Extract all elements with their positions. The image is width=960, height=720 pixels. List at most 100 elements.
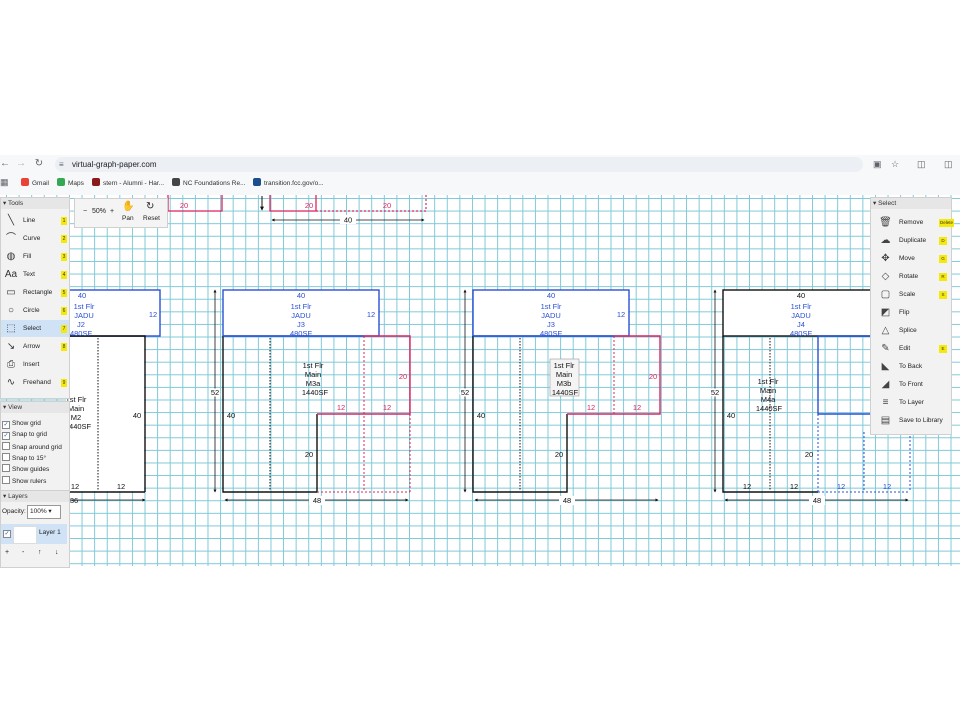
action-to-layer[interactable]: ≡To Layer xyxy=(875,394,949,411)
view-option[interactable]: Snap to 15° xyxy=(2,452,46,464)
zoom-out-button[interactable]: − xyxy=(83,208,88,215)
shortcut-badge: 9 xyxy=(61,379,67,387)
floorplan-4[interactable]: 40 1st Flr JADU J4 480SF 1st Flr Main M4… xyxy=(709,289,911,505)
graph-canvas[interactable] xyxy=(0,195,960,566)
layer-visibility-checkbox[interactable]: ✓ xyxy=(3,530,11,538)
top-red-segment-2[interactable] xyxy=(269,195,317,212)
view-option[interactable]: Show rulers xyxy=(2,475,46,487)
plan1-jadu-side: 12 xyxy=(149,310,157,319)
plan4-dim-20: 20 xyxy=(805,450,813,459)
site-info-icon[interactable]: ≡ xyxy=(59,160,64,169)
bookmark-stern[interactable]: stern - Alumni - Har... xyxy=(92,177,164,190)
action-label: To Front xyxy=(899,381,923,388)
action-to-front[interactable]: ◢To Front xyxy=(875,376,949,393)
view-option[interactable]: Snap around grid xyxy=(2,441,62,453)
plan4-dim-52: 52 xyxy=(711,388,719,397)
floorplan-1[interactable]: 40 1st Flr JADU J2 480SF 12 1st Flr Main… xyxy=(65,289,161,505)
bookmark-star-icon[interactable]: ☆ xyxy=(891,159,900,169)
plan4-dim-12a: 12 xyxy=(743,482,751,491)
layer-name[interactable]: Layer 1 xyxy=(39,529,61,536)
shortcut-badge: D xyxy=(939,237,947,245)
hand-icon[interactable]: ✋ xyxy=(122,201,135,212)
edit-icon: ✎ xyxy=(881,343,890,354)
layer-thumbnail xyxy=(13,526,37,544)
extensions-icon[interactable]: ◫ xyxy=(917,159,926,169)
view-option[interactable]: ✓Snap to grid xyxy=(2,430,47,441)
plan4-dim-12d: 12 xyxy=(883,482,891,491)
plan4-dim-48: 48 xyxy=(813,496,821,505)
checkbox[interactable] xyxy=(2,475,10,484)
action-to-back[interactable]: ◣To Back xyxy=(875,358,949,375)
reload-icon[interactable]: ↻ xyxy=(34,158,44,169)
side-panel-icon[interactable]: ◫ xyxy=(944,159,953,169)
top-red-segment-1[interactable] xyxy=(167,195,223,212)
plan3-main-line4: 1440SF xyxy=(552,388,579,397)
checkbox[interactable] xyxy=(2,452,10,461)
forward-icon[interactable]: → xyxy=(16,158,26,169)
selected-text-box[interactable] xyxy=(549,358,580,397)
floorplan-drawing[interactable]: 20 20 20 40 40 1st Flr JADU J2 480SF 12 … xyxy=(0,195,960,566)
view-option[interactable]: Show guides xyxy=(2,464,49,475)
back-icon[interactable]: ← xyxy=(0,158,10,169)
view-panel-title: View xyxy=(8,404,23,411)
reset-button-label[interactable]: Reset xyxy=(143,215,160,222)
layer-up-button[interactable]: ↑ xyxy=(38,549,42,556)
layer-row[interactable]: ✓ Layer 1 xyxy=(1,524,67,544)
bookmark-fcc[interactable]: transition.fcc.gov/o... xyxy=(253,177,324,190)
plan2-dim-20-red: 20 xyxy=(399,372,407,381)
address-bar[interactable] xyxy=(55,157,863,172)
remove-layer-button[interactable]: - xyxy=(22,549,25,556)
view-panel-header[interactable]: ▾ View xyxy=(1,402,69,413)
bookmark-gmail[interactable]: Gmail xyxy=(21,177,49,190)
plan3-main-line2: Main xyxy=(556,370,572,379)
bookmark-nc-foundations[interactable]: NC Foundations Re... xyxy=(172,177,246,190)
top-label-20c: 20 xyxy=(383,201,391,210)
checkbox[interactable]: ✓ xyxy=(2,421,10,429)
tool-insert[interactable]: ⎙Insert xyxy=(1,356,69,373)
plan4-main-line1: 1st Flr xyxy=(758,377,779,386)
layer-down-button[interactable]: ↓ xyxy=(55,549,59,556)
select-icon: ⬚ xyxy=(6,323,16,334)
action-splice[interactable]: △Splice xyxy=(875,322,949,339)
opacity-select[interactable]: 100% ▾ xyxy=(27,505,61,519)
view-option[interactable]: ✓Show grid xyxy=(2,419,41,429)
layers-panel-header[interactable]: ▾ Layers xyxy=(1,491,69,502)
checkbox[interactable] xyxy=(2,464,10,473)
checkbox[interactable]: ✓ xyxy=(2,432,10,441)
bookmark-maps[interactable]: Maps xyxy=(57,177,84,190)
plan2-dim-12b: 12 xyxy=(383,403,391,412)
floorplan-2[interactable]: 40 1st Flr JADU J3 480SF 12 1st Flr Main… xyxy=(209,289,411,505)
install-app-icon[interactable]: ▣ xyxy=(873,159,882,169)
pan-button-label[interactable]: Pan xyxy=(122,215,134,222)
apps-grid-icon[interactable]: ▦ xyxy=(0,177,9,187)
floorplan-3[interactable]: 40 1st Flr JADU J3 480SF 12 1st Flr Main… xyxy=(459,289,661,505)
plan2-jadu-line1: 1st Flr xyxy=(291,302,312,311)
add-layer-button[interactable]: + xyxy=(5,549,10,556)
action-save-to-library[interactable]: ▤Save to Library xyxy=(875,412,949,429)
top-partial-shapes[interactable]: 20 20 20 40 xyxy=(167,195,427,225)
action-flip[interactable]: ◩Flip xyxy=(875,304,949,321)
view-option-label: Show grid xyxy=(12,420,41,427)
zoom-in-button[interactable]: + xyxy=(110,208,115,215)
select-panel-header[interactable]: ▾ Select xyxy=(871,198,951,209)
checkbox[interactable] xyxy=(2,441,10,450)
plan2-main-line4: 1440SF xyxy=(302,388,329,397)
tools-panel-header[interactable]: ▾ Tools xyxy=(1,198,69,209)
shortcut-badge: 6 xyxy=(61,307,67,315)
reset-icon[interactable]: ↻ xyxy=(146,201,155,212)
